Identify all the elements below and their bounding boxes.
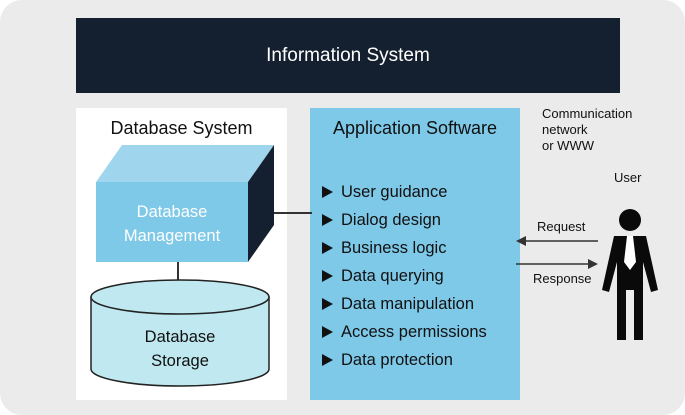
app-item: Data manipulation — [322, 290, 487, 318]
request-label: Request — [537, 219, 586, 234]
triangle-bullet-icon — [322, 186, 333, 198]
application-software-title: Application Software — [332, 118, 498, 138]
request-arrow — [516, 236, 598, 246]
user-label: User — [614, 170, 642, 185]
triangle-bullet-icon — [322, 270, 333, 282]
response-arrow — [516, 259, 598, 269]
database-storage-label: Database Storage — [144, 328, 216, 370]
cube-top-face — [96, 145, 274, 182]
information-system-title: Information System — [266, 44, 430, 66]
app-item: Access permissions — [322, 318, 487, 346]
application-software-panel: Application Software User guidance Dialo… — [310, 108, 520, 400]
triangle-bullet-icon — [322, 298, 333, 310]
triangle-bullet-icon — [322, 214, 333, 226]
communication-network-label: Communication network or WWW — [542, 106, 633, 153]
triangle-bullet-icon — [322, 242, 333, 254]
application-software-list: User guidance Dialog design Business log… — [322, 178, 487, 374]
triangle-bullet-icon — [322, 354, 333, 366]
response-label: Response — [533, 271, 592, 286]
app-item: Dialog design — [322, 206, 487, 234]
app-item: User guidance — [322, 178, 487, 206]
person-silhouette-icon — [602, 209, 658, 340]
information-system-banner: Information System — [76, 18, 620, 93]
cube-side-face — [248, 145, 274, 262]
cube-front-face — [96, 182, 248, 262]
app-item: Business logic — [322, 234, 487, 262]
triangle-bullet-icon — [322, 326, 333, 338]
database-management-cube — [96, 145, 274, 262]
app-item: Data querying — [322, 262, 487, 290]
database-system-title: Database System — [110, 118, 253, 138]
app-item: Data protection — [322, 346, 487, 374]
database-storage-cylinder — [90, 279, 270, 387]
database-management-label: Database Management — [123, 203, 221, 245]
